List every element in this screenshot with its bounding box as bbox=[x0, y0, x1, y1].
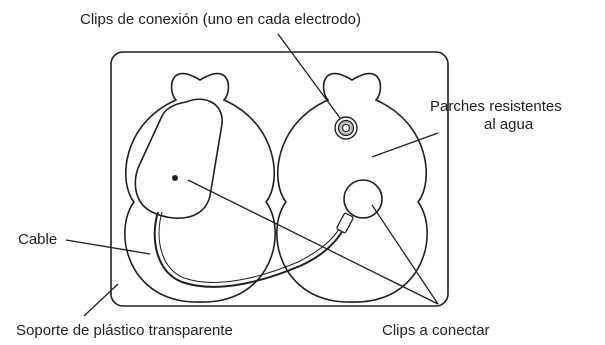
cable-connector bbox=[336, 212, 354, 234]
label-clips-conexion: Clips de conexión (uno en cada electrodo… bbox=[80, 11, 361, 28]
cable-inner bbox=[158, 211, 343, 283]
leader-clips-conectar-right bbox=[371, 204, 439, 305]
leader-parches bbox=[371, 132, 439, 158]
clip-to-connect bbox=[343, 179, 383, 219]
leader-cable bbox=[65, 239, 151, 255]
leader-soporte bbox=[83, 283, 119, 317]
leader-clips-conectar-left bbox=[187, 179, 439, 305]
left-plug-flap bbox=[134, 98, 223, 219]
cable bbox=[153, 211, 347, 288]
leader-clips-conexion bbox=[277, 33, 341, 119]
flap-dot bbox=[172, 175, 178, 181]
connection-clip-center bbox=[341, 123, 351, 133]
label-clips-conectar: Clips a conectar bbox=[382, 322, 490, 339]
label-parches-line2: al agua bbox=[484, 116, 534, 133]
label-soporte: Soporte de plástico transparente bbox=[16, 322, 233, 339]
label-parches-line1: Parches resistentes bbox=[430, 98, 562, 115]
label-cable: Cable bbox=[18, 231, 57, 248]
